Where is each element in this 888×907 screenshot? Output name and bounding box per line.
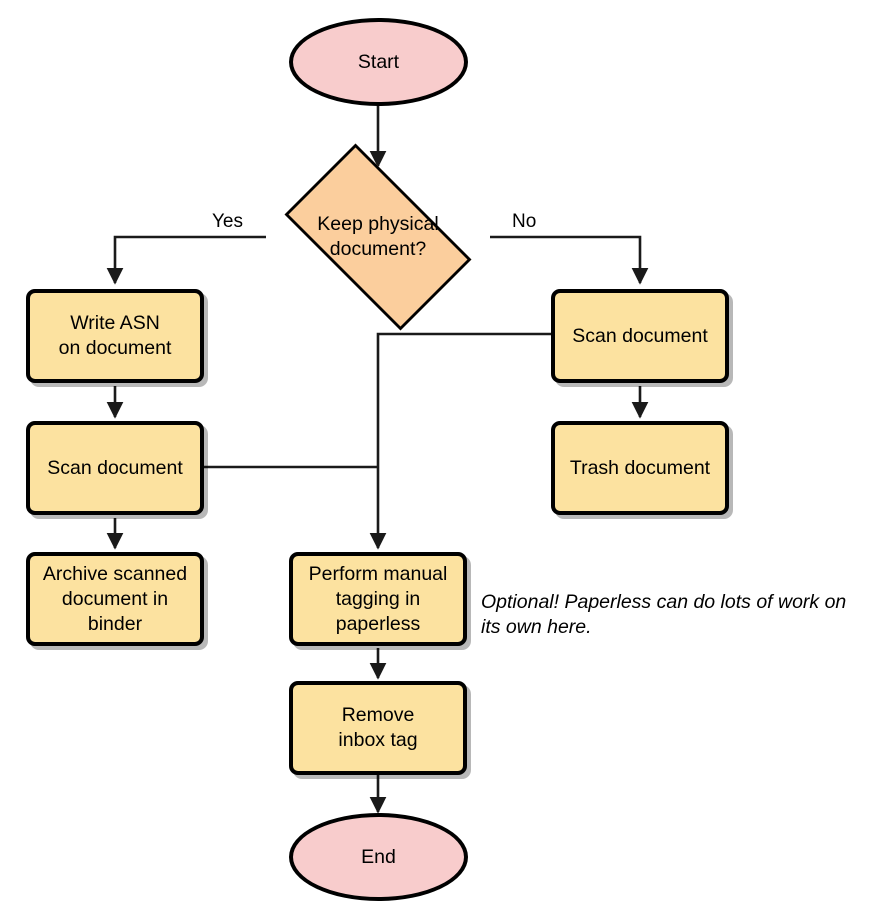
- node-end[interactable]: End: [289, 813, 468, 901]
- node-archive-scanned-document[interactable]: Archive scanned document in binder: [26, 552, 204, 646]
- edge-label-no: No: [509, 211, 540, 233]
- node-remove-inbox-tag[interactable]: Remove inbox tag: [289, 681, 467, 775]
- node-trash-document-label: Trash document: [569, 456, 711, 479]
- annotation-optional-note: Optional! Paperless can do lots of work …: [481, 591, 847, 638]
- node-scan-document-right-label: Scan document: [572, 324, 708, 347]
- edge-label-yes: Yes: [209, 211, 246, 233]
- node-start-label: Start: [357, 50, 400, 73]
- node-write-asn-on-document[interactable]: Write ASN on document: [26, 289, 204, 383]
- edge-scan-right-to-tagging: [369, 332, 551, 550]
- node-tagging-label: Perform manual tagging in paperless: [308, 562, 448, 635]
- node-perform-manual-tagging[interactable]: Perform manual tagging in paperless: [289, 552, 467, 646]
- node-start[interactable]: Start: [289, 18, 468, 106]
- node-scan-document-right[interactable]: Scan document: [551, 289, 729, 383]
- node-remove-inbox-tag-label: Remove inbox tag: [338, 704, 418, 751]
- edge-decision-yes-to-write-asn: [106, 235, 266, 285]
- node-write-asn-label: Write ASN on document: [58, 312, 172, 359]
- node-decision-keep-physical-document[interactable]: Keep physical document?: [262, 143, 494, 331]
- node-archive-label: Archive scanned document in binder: [42, 562, 188, 635]
- node-trash-document[interactable]: Trash document: [551, 421, 729, 515]
- node-end-label: End: [361, 845, 396, 868]
- node-scan-document-left[interactable]: Scan document: [26, 421, 204, 515]
- node-scan-document-left-label: Scan document: [47, 456, 183, 479]
- diamond-shape: [284, 143, 472, 331]
- edge-decision-no-to-scan-right: [490, 235, 649, 285]
